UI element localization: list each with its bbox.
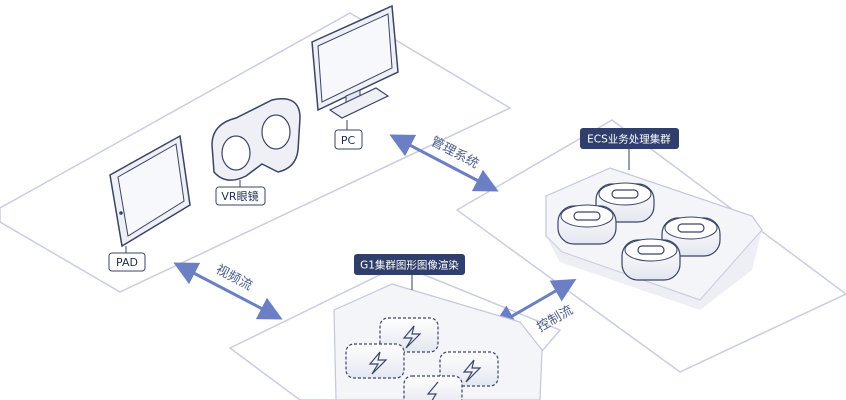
- pad-label: PAD: [116, 256, 138, 269]
- pad-label-box: [108, 252, 146, 272]
- vr-label-box: [215, 186, 266, 206]
- g1-render-unit-2: [345, 343, 405, 379]
- ecs-server-4: [621, 238, 681, 281]
- management-flow-arrow: [389, 134, 499, 192]
- pad-device: [109, 134, 191, 248]
- g1-render-unit-4: [403, 375, 463, 400]
- ecs-title: ECS业务处理集群: [587, 133, 671, 146]
- control-flow-arrow: [491, 278, 577, 329]
- ecs-title-box: [580, 128, 679, 149]
- video-flow-label: 视频流: [213, 262, 254, 294]
- video-flow-arrow: [173, 262, 283, 320]
- management-flow-label: 管理系统: [428, 134, 481, 172]
- pc-device: [311, 4, 399, 119]
- g1-title-box: [354, 254, 465, 275]
- vr-label: VR眼镜: [221, 189, 258, 203]
- vr-glasses-device: [211, 98, 301, 181]
- g1-title: G1集群图形图像渲染: [360, 259, 459, 272]
- pc-label: PC: [341, 134, 356, 147]
- pc-label-box: [334, 129, 363, 150]
- ecs-server-2: [557, 204, 617, 245]
